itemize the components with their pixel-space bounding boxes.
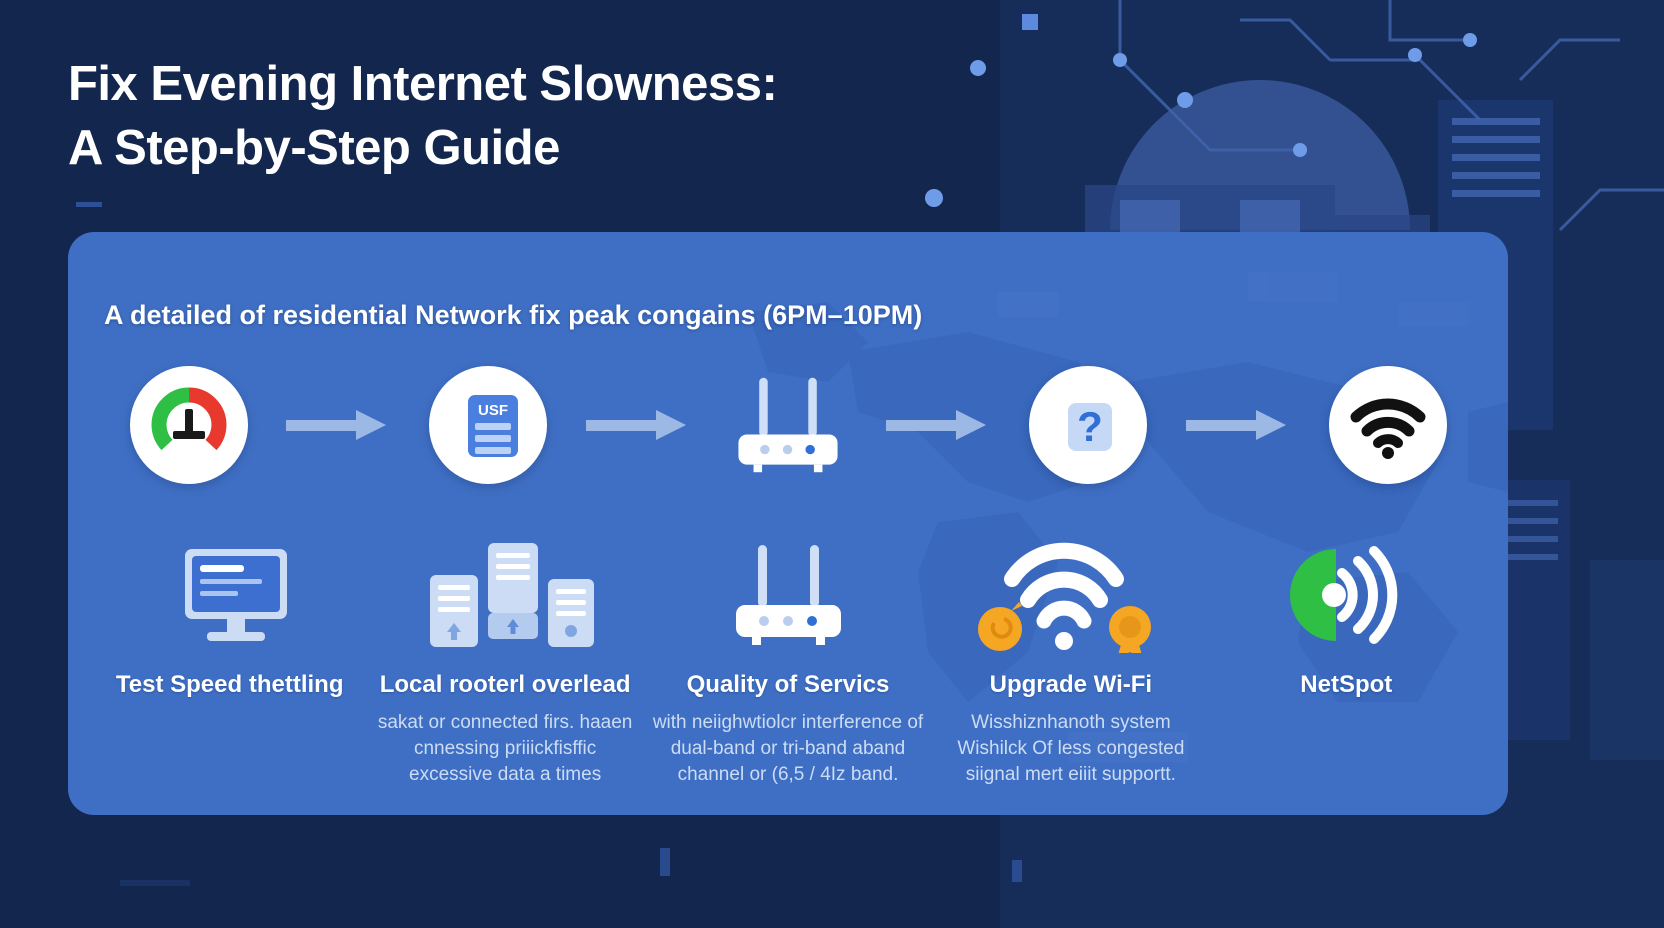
svg-text:?: ? bbox=[1077, 403, 1103, 450]
page-title-line-2: A Step-by-Step Guide bbox=[68, 121, 560, 175]
arrow-right-icon-3 bbox=[851, 405, 1026, 445]
step-caption-1: Test Speed thettling bbox=[92, 670, 367, 788]
main-content-card: A detailed of residential Network fix pe… bbox=[68, 232, 1508, 815]
step-title: Upgrade Wi-Fi bbox=[989, 671, 1153, 698]
wifi-upgrade-icon bbox=[978, 542, 1151, 653]
step-icon-cell-5 bbox=[1202, 532, 1478, 657]
isp-document-icon: USF bbox=[429, 365, 548, 484]
speedometer-gauge-icon bbox=[129, 365, 248, 484]
step-icon-cell-1 bbox=[98, 532, 374, 657]
router-icon bbox=[735, 544, 841, 645]
doc-label-text: USF bbox=[478, 402, 508, 419]
process-flow: USF bbox=[68, 352, 1508, 497]
step-title: Quality of Servics bbox=[686, 671, 890, 698]
arrow-right-icon-4 bbox=[1150, 405, 1325, 445]
flow-node-qos-help[interactable]: ? bbox=[1025, 362, 1150, 487]
page-header: Fix Evening Internet Slowness: A Step-by… bbox=[68, 52, 1068, 180]
arrow-right-icon-2 bbox=[551, 405, 726, 445]
step-title: Local rooterl overlead bbox=[379, 671, 631, 698]
servers-stack-icon bbox=[430, 542, 594, 647]
page-title-line-1: Fix Evening Internet Slowness: bbox=[68, 57, 778, 111]
step-title: Test Speed thettling bbox=[115, 671, 344, 698]
step-caption-2: Local rooterl overlead sakat or connecte… bbox=[367, 670, 642, 788]
step-captions-row: Test Speed thettling Local rooterl overl… bbox=[68, 670, 1508, 788]
wifi-signal-icon bbox=[1328, 365, 1447, 484]
step-caption-4: Upgrade Wi-Fi Wisshiznhanoth system Wish… bbox=[933, 670, 1208, 788]
desktop-monitor-icon bbox=[185, 548, 287, 641]
step-title: NetSpot bbox=[1300, 671, 1393, 698]
step-body: sakat or connected firs. haaen cnnessing… bbox=[377, 712, 633, 785]
question-mark-icon: ? bbox=[1028, 365, 1147, 484]
flow-node-wifi[interactable] bbox=[1325, 362, 1450, 487]
step-icon-cell-2 bbox=[374, 532, 650, 657]
step-icon-cell-4 bbox=[926, 532, 1202, 657]
netspot-signal-icon bbox=[1290, 545, 1398, 644]
step-caption-3: Quality of Servics with neiighwtiolcr in… bbox=[643, 670, 933, 788]
step-body: with neiighwtiolcr interference of dual-… bbox=[652, 712, 924, 785]
flow-node-router[interactable] bbox=[726, 362, 851, 487]
step-caption-5: NetSpot bbox=[1209, 670, 1484, 788]
card-subtitle: A detailed of residential Network fix pe… bbox=[104, 300, 923, 330]
step-body: Wisshiznhanoth system Wishilck Of less c… bbox=[957, 712, 1185, 785]
step-icons-row bbox=[68, 532, 1508, 657]
step-icon-cell-3 bbox=[650, 532, 926, 657]
flow-node-isp-plan[interactable]: USF bbox=[426, 362, 551, 487]
flow-node-speed-test[interactable] bbox=[126, 362, 251, 487]
router-icon bbox=[729, 366, 847, 484]
arrow-right-icon-1 bbox=[251, 405, 426, 445]
